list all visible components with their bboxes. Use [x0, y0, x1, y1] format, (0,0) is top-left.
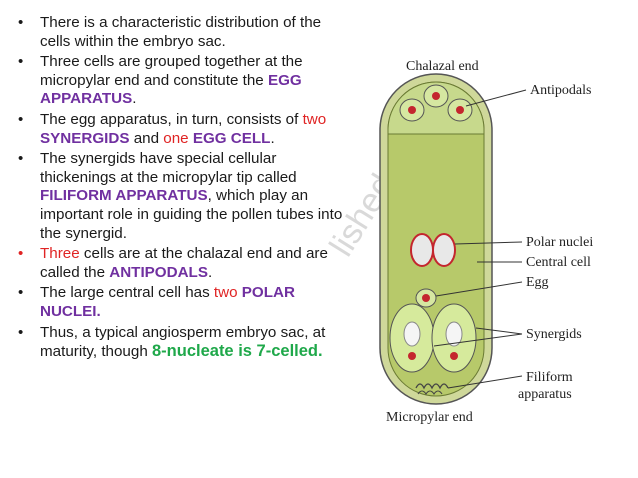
central-cell-label: Central cell — [526, 255, 591, 270]
apparatus-label: apparatus — [518, 387, 572, 402]
seven-celled-term: 8-nucleate is 7-celled. — [152, 342, 323, 361]
antipodal-nucleus — [408, 106, 416, 114]
polar-nuclei-term: POLAR NUCLEI. — [40, 284, 295, 320]
filiform-apparatus — [417, 390, 443, 395]
embryo-sac-svg: Chalazal end Micropylar end Antipodals P… — [379, 59, 593, 425]
synergid-nucleus — [450, 352, 458, 360]
egg-pointer — [435, 281, 523, 297]
polar-nucleus — [410, 233, 434, 267]
chalazal-end-label: Chalazal end — [406, 59, 479, 74]
bullet-icon: • — [18, 284, 24, 302]
synergid-vacuole — [403, 321, 421, 347]
antipodals-pointer — [465, 89, 527, 107]
synergids-term: SYNERGIDS — [40, 129, 130, 147]
bullet-icon: • — [18, 14, 24, 31]
bullet-item: •Three cells are at the chalazal end and… — [18, 245, 328, 281]
bullet-item: •The large central cell has two POLAR NU… — [18, 284, 295, 320]
synergids-label: Synergids — [526, 327, 582, 342]
bullet-item: •The synergids have special cellular thi… — [18, 150, 343, 242]
bullet-icon: • — [18, 245, 24, 263]
filiform-pointer — [447, 375, 523, 389]
bullet-icon: • — [18, 323, 24, 341]
antipodal-nucleus — [456, 106, 464, 114]
filiform-label: Filiform — [526, 370, 573, 385]
synergid-nucleus — [408, 352, 416, 360]
polar-nuclei-pointer — [454, 241, 523, 245]
egg-nucleus — [422, 294, 430, 302]
synergid-vacuole — [445, 321, 463, 347]
bullet-item: •Three cells are grouped together at the… — [18, 53, 303, 108]
filiform-apparatus-term: FILIFORM APPARATUS — [40, 187, 208, 205]
bullet-item: •The egg apparatus, in turn, consists of… — [18, 110, 327, 147]
egg-label: Egg — [526, 275, 549, 290]
synergids-pointer — [475, 327, 523, 335]
antipodal-nucleus — [432, 92, 440, 100]
egg-cell-term: EGG CELL — [192, 129, 271, 147]
polar-nucleus — [432, 233, 456, 267]
antipodals-label: Antipodals — [530, 83, 591, 98]
synergids-pointer — [433, 333, 523, 347]
bullet-item: •There is a characteristic distribution … — [18, 14, 322, 50]
antipodals-term: ANTIPODALS — [109, 263, 208, 281]
bullet-list: •There is a characteristic distribution … — [14, 14, 344, 364]
egg-apparatus-term: EGG APPARATUS — [40, 71, 302, 108]
filiform-apparatus — [415, 383, 449, 390]
micropylar-end-label: Micropylar end — [386, 410, 473, 425]
bullet-icon: • — [18, 53, 24, 71]
polar-nuclei-label: Polar nuclei — [526, 235, 593, 250]
bullet-icon: • — [18, 110, 24, 128]
bullet-icon: • — [18, 150, 24, 168]
bullet-item: •Thus, a typical angiosperm embryo sac, … — [18, 323, 326, 361]
embryo-sac-diagram: Chalazal end Micropylar end Antipodals P… — [352, 48, 638, 428]
